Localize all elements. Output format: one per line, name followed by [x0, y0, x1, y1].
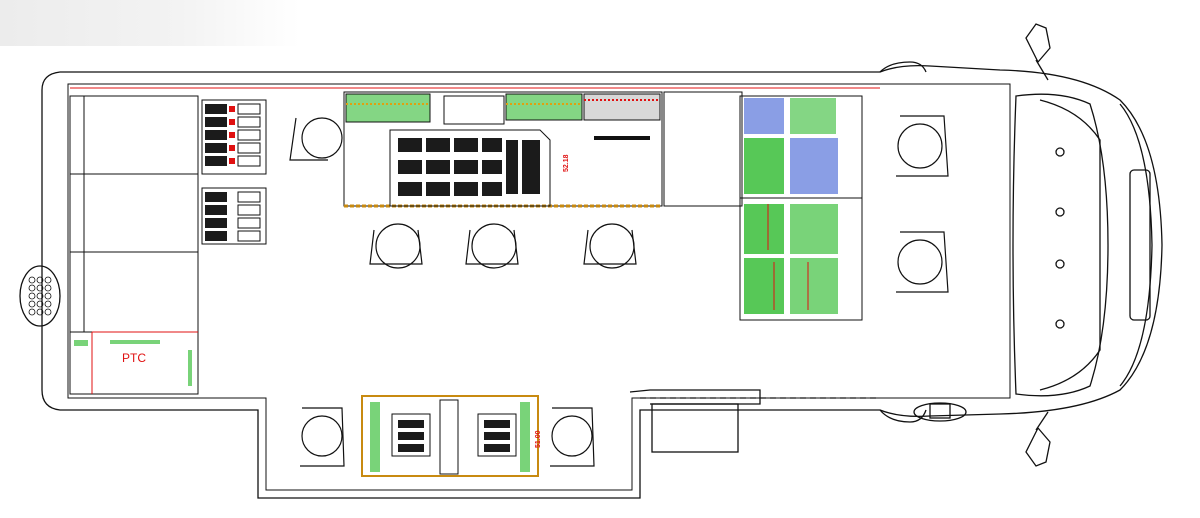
chair-rack-bottom — [896, 231, 949, 293]
audio-dimension: 51.00 — [535, 430, 542, 448]
chair-desk-3 — [583, 223, 637, 269]
chair-desk-1 — [369, 223, 423, 269]
operator-chairs — [289, 115, 949, 467]
green-tag-2 — [110, 340, 160, 344]
production-desk: 52.18 — [343, 91, 743, 208]
green-tag-3 — [188, 350, 192, 386]
console-dimension: 52.18 — [563, 154, 570, 172]
chair-audio-right — [550, 407, 595, 467]
chair-desk-2 — [465, 223, 519, 269]
rear-cabinets — [69, 95, 199, 395]
chair-left-top — [289, 117, 343, 161]
green-tag-1 — [74, 340, 88, 346]
power-units-upper — [201, 99, 267, 175]
chair-audio-left — [300, 407, 345, 467]
audio-desk: 51.00 — [361, 395, 542, 477]
ptc-label: PTC — [122, 351, 146, 365]
chair-rack-top — [896, 115, 949, 177]
vehicle-body — [41, 23, 1163, 499]
rear-grille — [19, 265, 61, 327]
power-units-lower — [201, 187, 267, 245]
header-fade — [0, 0, 300, 46]
video-router-rack — [739, 95, 863, 321]
